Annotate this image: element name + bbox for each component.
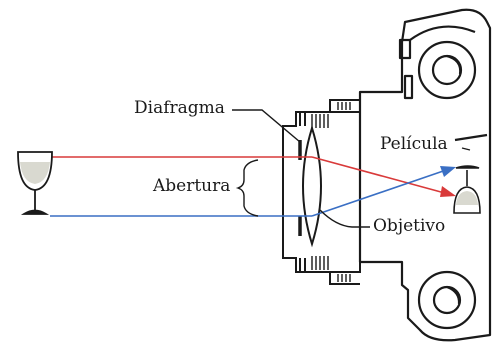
lens-barrel [282,99,361,285]
abertura-label: Abertura [153,176,231,196]
ray-arrowheads [440,166,456,197]
objetivo-label: Objetivo [373,216,446,236]
diafragma-leader [232,109,301,143]
wine-glass-icon [17,151,53,215]
blue-ray-refracted [311,167,453,217]
red-arrowhead [440,186,456,197]
lens-element [302,124,322,248]
diafragma-label: Diafragma [134,98,225,118]
blue-arrowhead [440,166,456,177]
pelicula-leader [461,147,471,151]
objetivo-leader [319,209,370,228]
lens-knurling [311,102,351,282]
leader-lines [232,109,471,228]
abertura-brace [235,159,259,217]
red-ray-refracted [311,156,453,196]
inverted-wine-glass-icon [453,165,481,214]
camera-body [358,8,492,342]
pelicula-label: Película [380,134,448,154]
light-rays [50,156,453,217]
